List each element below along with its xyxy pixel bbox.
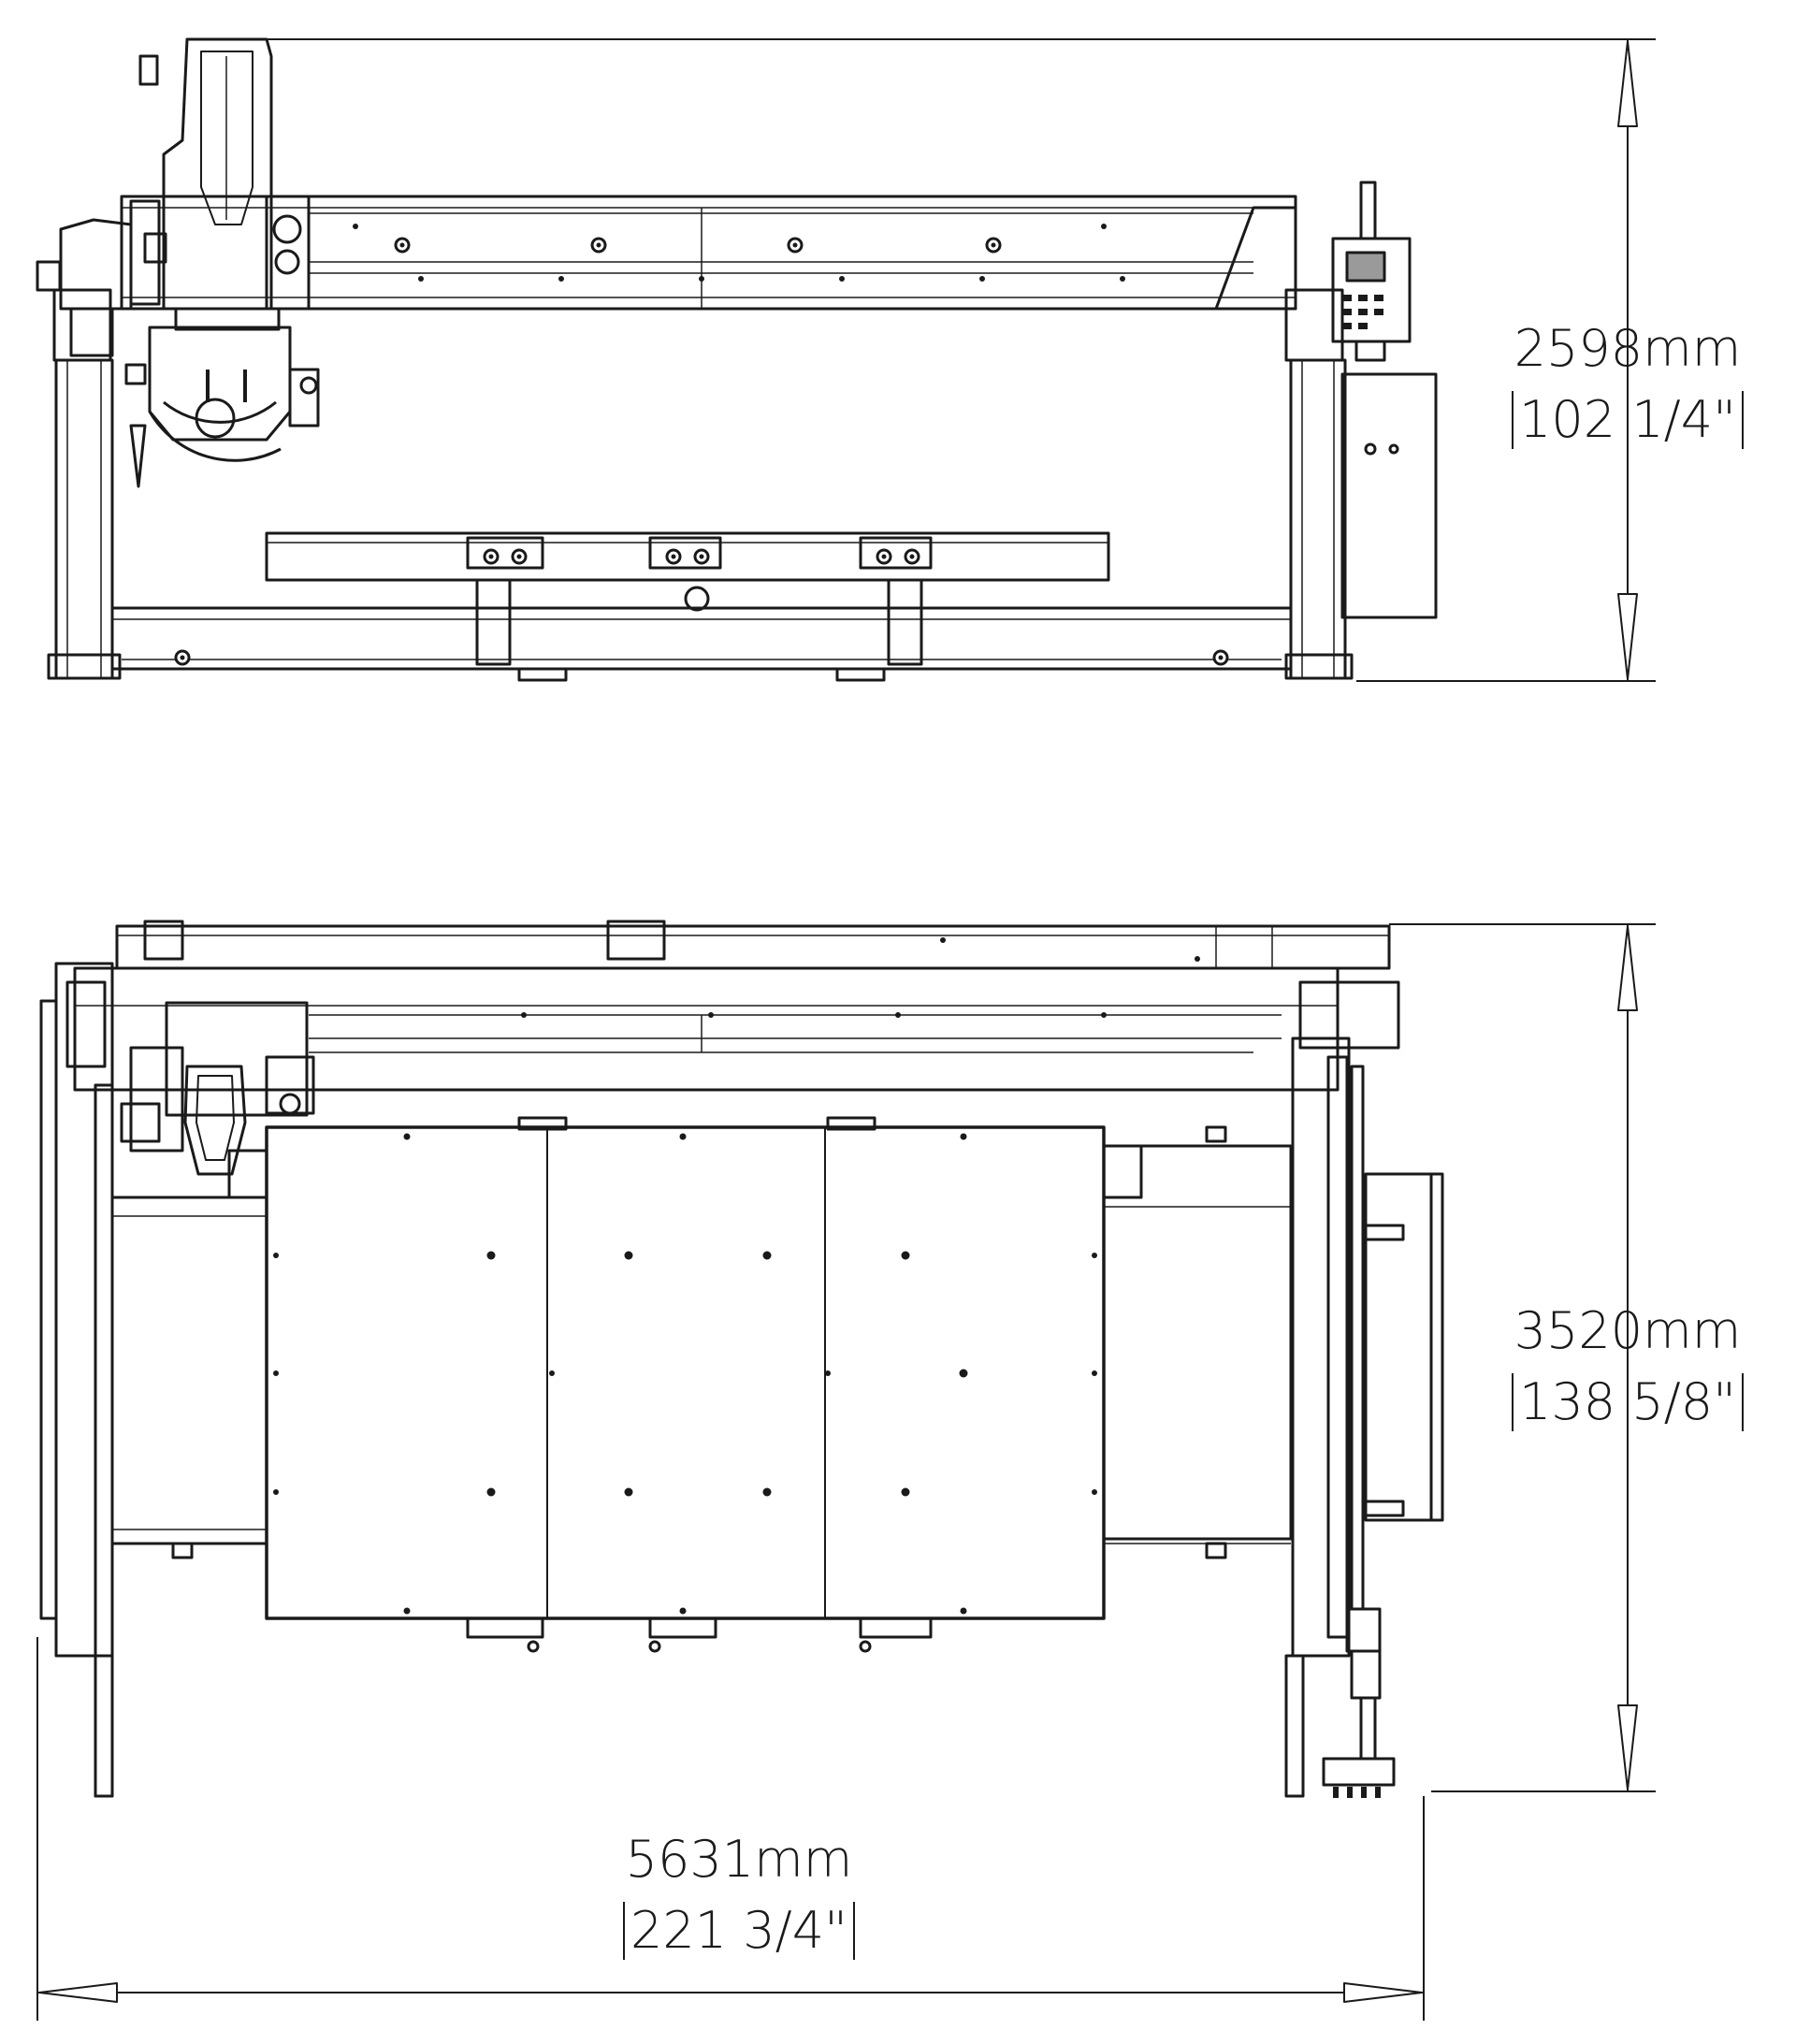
front-gantry-beam [120, 195, 1297, 311]
top-right-runway [1284, 980, 1400, 1798]
front-slab-rail [265, 531, 1110, 666]
front-height-imperial: 102 1/4" [1512, 391, 1744, 449]
front-left-bracket [59, 199, 161, 357]
top-depth-label: 3520mm 138 5/8" [1487, 1296, 1768, 1438]
front-bottom-frame [110, 606, 1293, 682]
overall-width-imperial: 221 3/4" [623, 1902, 855, 1960]
overall-width-label: 5631mm 221 3/4" [599, 1824, 879, 1966]
overall-width-metric: 5631mm [625, 1830, 853, 1889]
top-view [39, 920, 1444, 1798]
top-depth-imperial: 138 5/8" [1512, 1373, 1744, 1431]
front-saw-head [138, 37, 311, 331]
front-view [36, 37, 1438, 682]
front-left-leg [36, 260, 122, 680]
top-depth-metric: 3520mm [1514, 1301, 1742, 1360]
top-side-console [1322, 1172, 1444, 1798]
top-cutting-table [265, 1116, 1106, 1653]
top-depth-dimension [1389, 923, 1656, 1792]
top-gantry-rail [73, 920, 1391, 1092]
front-control-panel [1331, 181, 1438, 619]
top-saw-carriage [120, 1001, 315, 1199]
front-height-label: 2598mm 102 1/4" [1487, 313, 1768, 456]
front-right-leg [1284, 288, 1354, 680]
front-blade-assembly [124, 326, 320, 488]
front-height-metric: 2598mm [1514, 319, 1742, 378]
overall-width-dimension [36, 1637, 1425, 2021]
top-cross-members [110, 1125, 1293, 1559]
front-height-dimension [234, 38, 1656, 682]
